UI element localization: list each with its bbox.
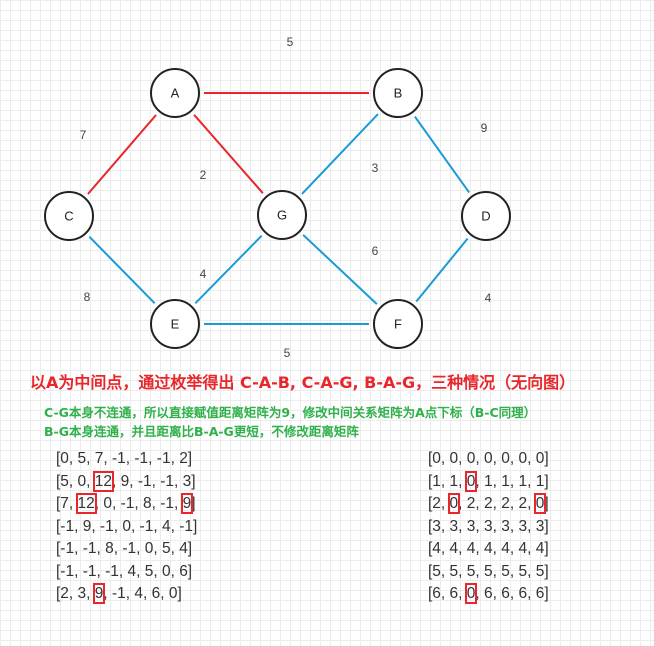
- highlighted-cell: 0: [464, 470, 478, 492]
- highlighted-cell: 0: [447, 493, 461, 514]
- diagram-title: 以A为中间点，通过枚举得出 C-A-B, C-A-G, B-A-G，三种情况（无…: [30, 373, 576, 392]
- matrix-text: [-1, -1, 8, -1, 0, 5, 4]: [56, 540, 193, 557]
- highlighted-cell: 0: [464, 583, 478, 604]
- node-circle-C: [44, 191, 94, 241]
- distance-matrix-row: [5, 0, 12, 9, -1, -1, 3]: [56, 470, 197, 494]
- matrix-text: ]: [544, 495, 549, 512]
- node-label-D: D: [481, 208, 490, 223]
- node-A: A: [150, 68, 200, 118]
- edge-weight-D-F: 4: [485, 291, 492, 305]
- edge-weight-A-C: 7: [80, 128, 87, 142]
- node-circle-B: [373, 68, 423, 118]
- node-circle-G: [257, 190, 307, 240]
- distance-matrix-row: [-1, -1, -1, 4, 5, 0, 6]: [56, 561, 197, 584]
- node-label-B: B: [394, 85, 403, 100]
- node-F: F: [373, 299, 423, 349]
- matrix-text: [7,: [56, 495, 78, 512]
- matrix-text: , 0, -1, 8, -1,: [94, 495, 183, 512]
- node-G: G: [257, 190, 307, 240]
- node-B: B: [373, 68, 423, 118]
- path-matrix-row: [3, 3, 3, 3, 3, 3, 3]: [428, 516, 549, 539]
- node-circle-F: [373, 299, 423, 349]
- edge-B-D: [414, 116, 470, 193]
- distance-matrix-row: [-1, 9, -1, 0, -1, 4, -1]: [56, 516, 197, 539]
- node-circle-D: [461, 191, 511, 241]
- edge-weight-B-G: 3: [372, 161, 379, 175]
- edge-weight-G-F: 6: [372, 244, 379, 258]
- weights-layer: 5 7 2 3 9 8 4 6 4 5: [80, 35, 492, 360]
- edge-B-G: [301, 113, 379, 195]
- edge-weight-C-E: 8: [84, 290, 91, 304]
- distance-matrix: [0, 5, 7, -1, -1, -1, 2][5, 0, 12, 9, -1…: [56, 448, 197, 606]
- path-matrix-row: [1, 1, 0, 1, 1, 1, 1]: [428, 470, 549, 494]
- highlighted-cell: 9: [180, 493, 194, 514]
- distance-matrix-row: [-1, -1, 8, -1, 0, 5, 4]: [56, 538, 197, 561]
- matrix-text: , 2, 2, 2, 2,: [458, 495, 536, 512]
- matrix-text: [5, 0,: [56, 472, 95, 490]
- matrix-text: [4, 4, 4, 4, 4, 4, 4]: [428, 540, 549, 557]
- matrix-text: [2,: [428, 495, 450, 512]
- edge-weight-B-D: 9: [481, 121, 488, 135]
- path-matrix: [0, 0, 0, 0, 0, 0, 0][1, 1, 0, 1, 1, 1, …: [428, 448, 549, 606]
- matrix-text: ]: [191, 495, 196, 512]
- path-matrix-row: [2, 0, 2, 2, 2, 2, 0]: [428, 493, 549, 516]
- node-label-C: C: [64, 208, 73, 223]
- edge-G-F: [302, 234, 378, 305]
- node-label-E: E: [171, 316, 180, 331]
- highlighted-cell: 12: [75, 493, 97, 514]
- edge-weight-G-E: 4: [200, 267, 207, 281]
- path-matrix-row: [4, 4, 4, 4, 4, 4, 4]: [428, 538, 549, 561]
- matrix-text: [3, 3, 3, 3, 3, 3, 3]: [428, 517, 549, 535]
- edge-A-C: [87, 114, 157, 195]
- edge-weight-A-G: 2: [200, 168, 207, 182]
- matrix-text: [1, 1,: [428, 472, 467, 490]
- edge-A-G: [193, 114, 264, 194]
- node-label-F: F: [394, 316, 402, 331]
- highlighted-cell: 0: [533, 493, 547, 514]
- edge-C-E: [88, 235, 156, 305]
- node-circle-A: [150, 68, 200, 118]
- edge-G-E: [194, 234, 263, 305]
- note-line-2: B-G本身连通，并且距离比B-A-G更短，不修改距离矩阵: [44, 424, 359, 439]
- node-circle-E: [150, 299, 200, 349]
- note-line-1: C-G本身不连通，所以直接赋值距离矩阵为9，修改中间关系矩阵为A点下标（B-C同…: [44, 405, 537, 420]
- matrix-text: [2, 3,: [56, 585, 95, 602]
- matrix-text: [6, 6,: [428, 585, 467, 602]
- highlighted-cell: 9: [92, 583, 106, 604]
- matrix-text: [0, 0, 0, 0, 0, 0, 0]: [428, 450, 549, 467]
- node-E: E: [150, 299, 200, 349]
- node-C: C: [44, 191, 94, 241]
- highlighted-cell: 12: [92, 470, 115, 492]
- matrix-text: , -1, 4, 6, 0]: [103, 585, 182, 602]
- path-matrix-row: [0, 0, 0, 0, 0, 0, 0]: [428, 448, 549, 471]
- matrix-text: , 6, 6, 6, 6]: [475, 585, 549, 602]
- edge-D-F: [415, 237, 469, 303]
- edge-weight-E-F: 5: [284, 346, 291, 360]
- matrix-text: , 1, 1, 1, 1]: [475, 472, 549, 490]
- distance-matrix-row: [2, 3, 9, -1, 4, 6, 0]: [56, 583, 197, 606]
- distance-matrix-row: [7, 12, 0, -1, 8, -1, 9]: [56, 493, 197, 516]
- distance-matrix-row: [0, 5, 7, -1, -1, -1, 2]: [56, 448, 197, 471]
- node-label-A: A: [171, 85, 180, 100]
- node-D: D: [461, 191, 511, 241]
- path-matrix-row: [5, 5, 5, 5, 5, 5, 5]: [428, 561, 549, 584]
- matrix-text: [-1, -1, -1, 4, 5, 0, 6]: [56, 562, 193, 580]
- edges-layer: [87, 92, 470, 325]
- matrix-text: , 9, -1, -1, 3]: [112, 472, 196, 490]
- node-label-G: G: [277, 207, 287, 222]
- nodes-layer: A B C G D E F: [44, 68, 511, 349]
- graph-diagram: 5 7 2 3 9 8 4 6 4 5 A B C G D E F: [44, 35, 511, 360]
- matrix-text: [5, 5, 5, 5, 5, 5, 5]: [428, 562, 549, 580]
- matrix-text: [-1, 9, -1, 0, -1, 4, -1]: [56, 517, 198, 535]
- matrix-text: [0, 5, 7, -1, -1, -1, 2]: [56, 450, 193, 467]
- path-matrix-row: [6, 6, 0, 6, 6, 6, 6]: [428, 583, 549, 606]
- edge-weight-A-B: 5: [287, 35, 294, 49]
